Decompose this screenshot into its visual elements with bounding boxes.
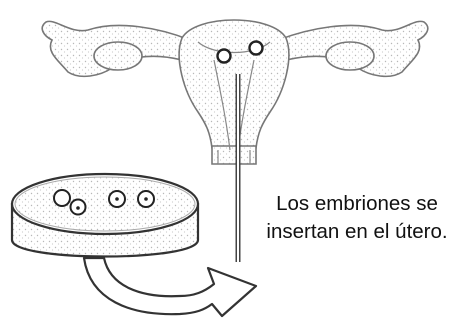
- left-ovary: [93, 41, 143, 71]
- cervix: [211, 145, 257, 165]
- embryos-in-uterus: [216, 40, 264, 64]
- uterus-body: [178, 19, 290, 149]
- embryos-in-dish: [53, 189, 155, 216]
- embryo-in-uterus-1: [216, 48, 232, 64]
- right-ovary: [325, 41, 375, 71]
- caption-line-2: insertan en el útero.: [266, 220, 448, 243]
- embryo-in-dish-1: [53, 189, 71, 207]
- caption-line-1: Los embriones se: [276, 192, 438, 215]
- uterus-illustration: [41, 19, 429, 165]
- culture-dish: [10, 172, 200, 258]
- caption-text: Los embriones se insertan en el útero.: [248, 190, 466, 246]
- embryo-in-uterus-2: [248, 40, 264, 56]
- transfer-arrow: [82, 256, 258, 318]
- transfer-arrow-shaft: [82, 256, 258, 318]
